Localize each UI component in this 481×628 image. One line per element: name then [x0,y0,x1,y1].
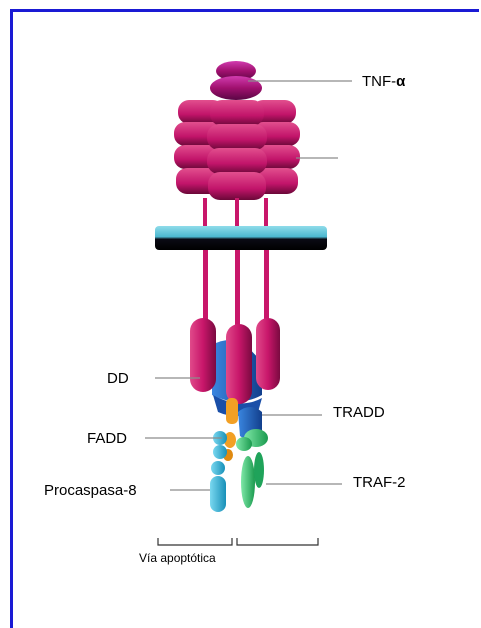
procaspase-8-protein [210,431,227,512]
traf-2-protein [236,429,268,508]
label-tradd: TRADD [333,405,385,420]
label-tnf-prefix: TNF- [362,73,396,90]
cell-membrane [155,226,327,250]
receptor-extracellular-domains [174,100,300,200]
label-fadd: FADD [87,431,127,446]
label-dd: DD [107,371,129,386]
receptor-stalks-upper [203,198,268,226]
label-via-apoptotica: Vía apoptótica [139,552,216,564]
bracket-apoptotic [158,538,232,545]
label-tnf-alpha-symbol: α [396,73,405,90]
label-traf-2: TRAF-2 [353,475,406,490]
bracket-other [237,538,318,545]
pathway-brackets [158,538,318,545]
receptor-stalks-lower [203,250,269,330]
label-tnf-alpha: TNF-α [362,74,405,89]
label-procaspasa-8: Procaspasa-8 [44,483,137,498]
